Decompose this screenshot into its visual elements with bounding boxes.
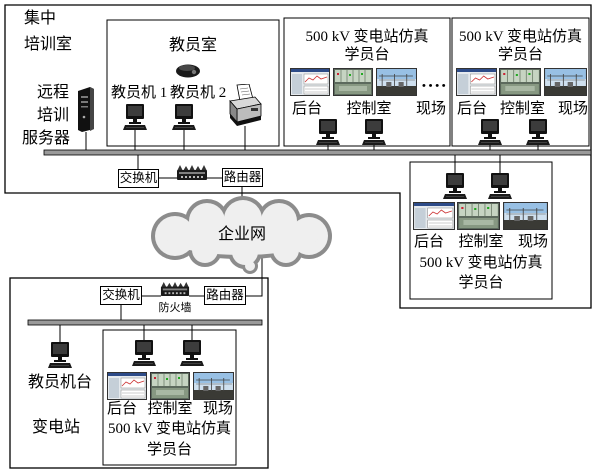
- screen-thumbnail-control-room: [458, 203, 500, 230]
- instructor-pc2-label: 教员机 2: [170, 85, 226, 102]
- switch-node: 交换机: [100, 286, 142, 305]
- computer-icon: [172, 104, 196, 130]
- hub-icon: [177, 165, 207, 180]
- substation-instructor-label: 教员机台: [28, 374, 92, 392]
- enterprise-network-label: 企业网: [202, 226, 282, 244]
- screen-label-field: 现场: [203, 401, 233, 418]
- screen-label-control-room: 控制室: [346, 101, 391, 118]
- remote-server-label: 服务器: [22, 130, 70, 148]
- screen-label-backend: 后台: [457, 101, 487, 118]
- student-desk-subtitle: 学员台: [452, 47, 589, 64]
- screen-thumbnail-backend: [457, 69, 497, 96]
- screen-label-control-room: 控制室: [147, 401, 192, 418]
- screen-thumbnail-field: [193, 372, 234, 400]
- firewall-label: 防火墙: [150, 302, 200, 315]
- screen-labels: 后台 控制室 现场: [107, 401, 233, 418]
- screen-labels: 后台 控制室 现场: [292, 101, 446, 118]
- substation-label: 变电站: [32, 419, 80, 437]
- computer-icon: [48, 342, 72, 368]
- lan-bus: [28, 320, 262, 325]
- student-desk-title: 500 kV 变电站仿真: [103, 421, 236, 438]
- screen-label-backend: 后台: [414, 234, 444, 251]
- router-node: 路由器: [222, 168, 263, 187]
- screen-label-control-room: 控制室: [458, 234, 503, 251]
- computer-icon: [443, 173, 467, 199]
- remote-server-label: 远程: [37, 84, 69, 102]
- screen-label-field: 现场: [518, 234, 548, 251]
- computer-icon: [526, 119, 550, 145]
- computer-icon: [316, 119, 340, 145]
- computer-icon: [123, 104, 147, 130]
- screen-thumbnail-field: [503, 202, 548, 230]
- student-desk-subtitle: 学员台: [284, 47, 450, 64]
- training-room-label: 培训室: [24, 36, 72, 54]
- screen-thumbnail-backend: [108, 373, 147, 400]
- server-icon: [78, 87, 94, 132]
- student-desk-subtitle: 学员台: [410, 275, 552, 292]
- screen-label-control-room: 控制室: [500, 101, 545, 118]
- screen-label-field: 现场: [558, 101, 588, 118]
- screen-label-backend: 后台: [292, 101, 322, 118]
- screen-labels: 后台 控制室 现场: [414, 234, 548, 251]
- projector-icon: [176, 65, 200, 78]
- instructor-room-title: 教员室: [107, 37, 279, 55]
- screen-label-backend: 后台: [107, 401, 137, 418]
- firewall-icon: [161, 282, 189, 296]
- student-desk-title: 500 kV 变电站仿真: [452, 29, 589, 46]
- remote-server-label: 培训: [37, 107, 69, 125]
- screen-labels: 后台 控制室 现场: [457, 101, 588, 118]
- lan-bus: [44, 150, 591, 155]
- screen-thumbnail-control-room: [334, 69, 373, 96]
- computer-icon: [132, 340, 156, 366]
- instructor-pc1-label: 教员机 1: [111, 85, 167, 102]
- computer-icon: [488, 173, 512, 199]
- student-desk-subtitle: 学员台: [103, 442, 236, 459]
- computer-icon: [478, 119, 502, 145]
- computer-icon: [362, 119, 386, 145]
- screen-label-field: 现场: [416, 101, 446, 118]
- router-node: 路由器: [204, 286, 246, 305]
- screen-thumbnail-control-room: [151, 373, 190, 400]
- more-desks-ellipsis: • • • •: [422, 80, 446, 92]
- switch-node: 交换机: [118, 169, 159, 188]
- student-desk-title: 500 kV 变电站仿真: [410, 255, 552, 272]
- printer-icon: [230, 84, 261, 126]
- screen-thumbnail-backend: [414, 203, 455, 230]
- training-room-label: 集中: [24, 10, 56, 28]
- screen-thumbnail-field: [376, 68, 417, 96]
- computer-icon: [180, 340, 204, 366]
- screen-thumbnail-control-room: [500, 69, 541, 96]
- screen-thumbnail-field: [544, 68, 587, 96]
- student-desk-title: 500 kV 变电站仿真: [284, 29, 450, 46]
- screen-thumbnail-backend: [291, 69, 330, 96]
